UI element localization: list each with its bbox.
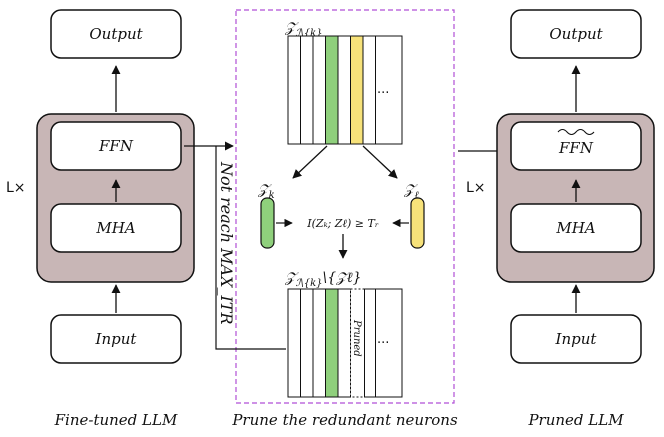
right-mha-box <box>510 203 642 253</box>
top-matrix-tail <box>375 35 403 145</box>
top-matrix: ... <box>287 35 403 145</box>
left-vector-label: 𝒵k <box>257 182 275 201</box>
left-input-box <box>50 314 182 364</box>
loop-back-line <box>215 146 286 350</box>
top-matrix-col-green <box>325 35 339 145</box>
bottom-matrix: Pruned ... <box>287 288 403 398</box>
top-matrix-col-3 <box>312 35 326 145</box>
top-matrix-col-yellow <box>350 35 364 145</box>
left-ffn-label: FFN <box>98 137 134 155</box>
right-layers-label: L× <box>466 180 486 196</box>
top-matrix-col-1 <box>287 35 301 145</box>
top-matrix-ellipsis: ... <box>377 82 389 97</box>
right-model: Output FFN MHA L× Input Pruned LLM <box>466 9 655 429</box>
right-input-label: Input <box>555 330 598 348</box>
left-caption: Fine-tuned LLM <box>54 411 178 429</box>
right-vector-label: 𝒵ℓ <box>403 182 419 201</box>
right-output-box <box>510 9 642 59</box>
prune-stage: 𝒵ℐ\{k} ... 𝒵k 𝒵ℓ I(Zₖ; <box>215 9 458 429</box>
right-mha-label: MHA <box>555 219 595 237</box>
bottom-matrix-col-5 <box>337 288 351 398</box>
top-matrix-col-7 <box>362 35 376 145</box>
prune-stage-border <box>235 9 455 404</box>
bottom-matrix-label: 𝒵ℐ\{k}\{𝒵ℓ} <box>284 270 362 289</box>
left-mha-label: MHA <box>95 219 135 237</box>
bottom-matrix-col-1 <box>287 288 301 398</box>
left-output-box <box>50 9 182 59</box>
criterion-text: I(Zₖ; Zℓ) ≥ Tᵣ <box>306 217 379 230</box>
ffn-tilde-icon <box>557 128 595 136</box>
left-mha-box <box>50 203 182 253</box>
right-ffn-label: FFN <box>558 139 594 157</box>
left-input-label: Input <box>95 330 138 348</box>
bottom-matrix-col-green <box>325 288 339 398</box>
right-caption: Pruned LLM <box>527 411 624 429</box>
left-vector <box>260 197 275 249</box>
pruned-label: Pruned <box>351 319 362 357</box>
right-ffn-box <box>510 121 642 171</box>
right-vector <box>410 197 425 249</box>
bottom-matrix-tail <box>375 288 403 398</box>
split-arrow-right <box>362 145 398 179</box>
top-matrix-col-2 <box>300 35 314 145</box>
bottom-matrix-col-3 <box>312 288 326 398</box>
left-layers-label: L× <box>6 180 26 196</box>
left-model: Output FFN MHA L× Input Fine-tuned LLM <box>6 9 195 429</box>
loop-label: Not reach MAX_ITR <box>217 161 236 325</box>
left-output-label: Output <box>89 25 143 43</box>
top-matrix-label: 𝒵ℐ\{k} <box>284 20 323 39</box>
bottom-matrix-col-2 <box>300 288 314 398</box>
bottom-matrix-ellipsis: ... <box>377 332 389 347</box>
bottom-matrix-col-7 <box>364 288 376 398</box>
right-input-box <box>510 314 642 364</box>
top-matrix-col-5 <box>337 35 351 145</box>
right-output-label: Output <box>549 25 603 43</box>
split-arrow-left <box>292 145 328 179</box>
middle-caption: Prune the redundant neurons <box>231 411 458 429</box>
left-ffn-box <box>50 121 182 171</box>
